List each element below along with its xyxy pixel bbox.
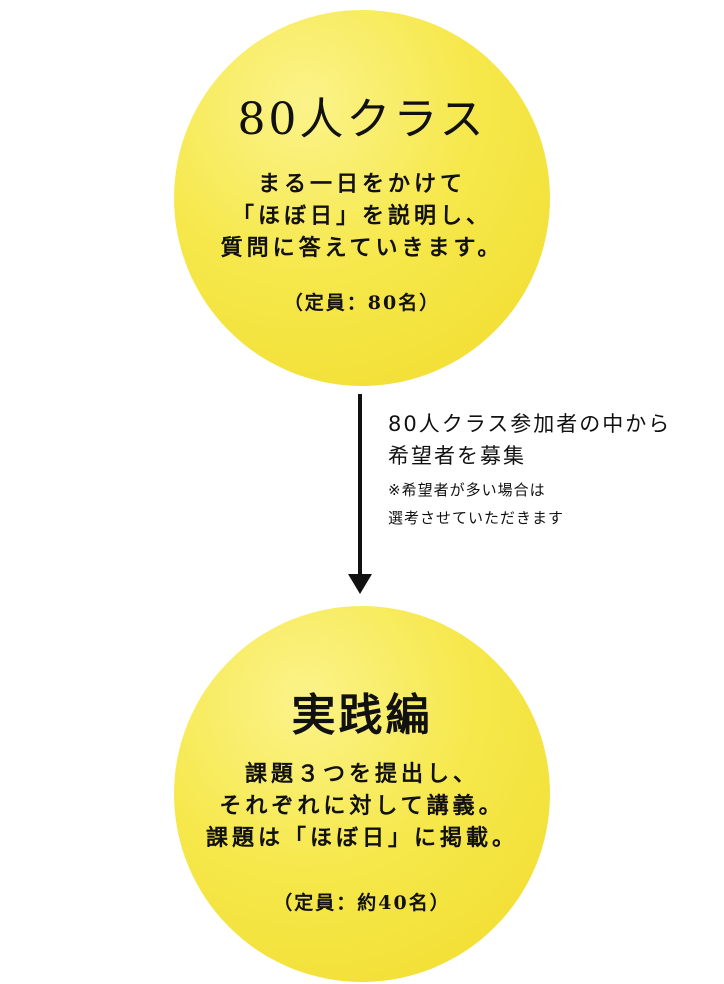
practice-quota: （定員：約40名） — [273, 892, 451, 914]
class-80-description: まる一日をかけて 「ほぼ日」を説明し、 質問に答えていきます。 — [174, 168, 550, 264]
arrow-shaft — [358, 394, 362, 574]
transition-note-line: 選考させていただきます — [388, 509, 565, 527]
description-line: 課題は「ほぼ日」に掲載。 — [205, 825, 518, 851]
transition-main-line: 希望者を募集 — [388, 444, 526, 468]
class-80-title: 80人クラス — [237, 94, 487, 145]
practice-title: 実践編 — [291, 690, 433, 741]
transition-main-line: 80人クラス参加者の中から — [388, 412, 672, 436]
arrow-down-icon — [348, 574, 372, 594]
description-line: まる一日をかけて — [257, 171, 466, 197]
transition-note-line: ※希望者が多い場合は — [388, 481, 546, 499]
class-80-quota: （定員：80名） — [283, 292, 441, 314]
practice-circle: 実践編 課題３つを提出し、 それぞれに対して講義。 課題は「ほぼ日」に掲載。 （… — [174, 606, 550, 982]
description-line: 「ほぼ日」を説明し、 — [231, 203, 492, 229]
description-line: 課題３つを提出し、 — [244, 761, 479, 787]
description-line: それぞれに対して講義。 — [219, 793, 505, 819]
practice-description: 課題３つを提出し、 それぞれに対して講義。 課題は「ほぼ日」に掲載。 — [174, 758, 550, 854]
transition-note: 80人クラス参加者の中から 希望者を募集 ※希望者が多い場合は 選考させていただ… — [388, 408, 671, 532]
class-80-circle: 80人クラス まる一日をかけて 「ほぼ日」を説明し、 質問に答えていきます。 （… — [174, 10, 550, 386]
description-line: 質問に答えていきます。 — [220, 235, 504, 261]
